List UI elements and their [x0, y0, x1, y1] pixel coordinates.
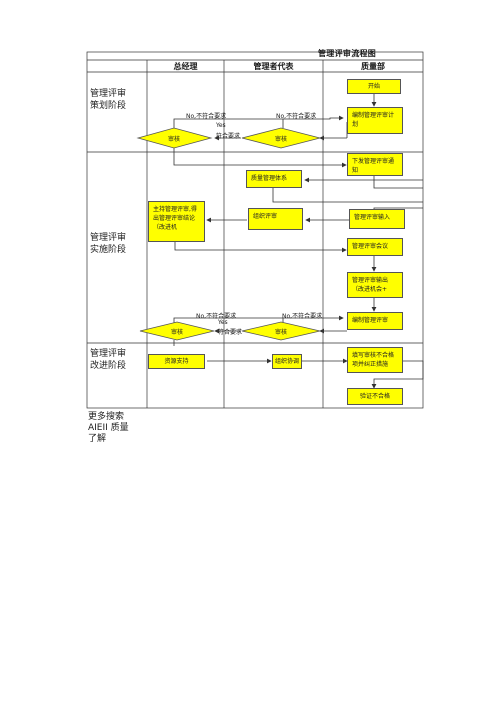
edge-label-yes-2: Yes	[218, 319, 228, 326]
box-resource: 资源支持	[148, 354, 205, 369]
box-verify: 验证不合格	[347, 388, 403, 405]
decision-diamond-gm-2	[139, 321, 215, 341]
edge-label-no-1b: No,不符合要求	[276, 113, 317, 120]
decision-diamond-rep-2	[241, 321, 321, 341]
box-preside: 主持管理评审,得出管理评审结论（改进机	[148, 201, 205, 242]
stage-label-improvement: 管理评审改进阶段	[90, 349, 127, 371]
box-start: 开始	[347, 79, 401, 94]
edge-label-no-2a: No,不符合要求	[196, 313, 237, 320]
edge-label-ok-1: 符合要求	[216, 133, 241, 140]
edge-label-yes-1: Yes	[216, 122, 226, 129]
diamond-label-gm-1: 审核	[167, 136, 180, 143]
diamond-label-gm-2: 审核	[170, 329, 183, 336]
stage-label-implementation: 管理评审实施阶段	[90, 233, 127, 255]
column-header-rep: 管理者代表	[253, 62, 294, 71]
chart-title: 管理评审流程图	[318, 49, 377, 58]
diamond-label-rep-2: 审核	[274, 329, 287, 336]
box-fill: 填写审核不合格项并纠正措施	[347, 347, 403, 373]
column-header-quality: 质量部	[361, 62, 385, 71]
box-qms: 质量管理体系	[246, 170, 302, 188]
decision-diamond-rep-1	[241, 127, 321, 149]
edge-label-no-1a: No,不符合要求	[186, 113, 227, 120]
box-coord: 组织协调	[272, 354, 302, 369]
edge-label-ok-2: 符合要求	[218, 329, 243, 336]
column-header-gm: 总经理	[173, 62, 198, 71]
box-plan: 编制管理评审计划	[347, 107, 403, 134]
table-frame	[86, 51, 424, 409]
box-notice: 下发管理评审通知	[347, 153, 403, 176]
box-meeting: 管理评审会议	[347, 238, 403, 256]
footer-note: 更多搜索 AIEII 质量 了解	[88, 412, 129, 444]
box-input: 管理评审输入	[349, 209, 405, 229]
box-report: 编制管理评审	[347, 312, 403, 330]
decision-diamond-gm-1	[136, 127, 213, 149]
edge-label-no-2b: No,不符合要求	[282, 313, 323, 320]
stage-label-planning: 管理评审策划阶段	[90, 89, 127, 111]
box-output: 管理评审输出（改进机会+	[347, 272, 403, 298]
diamond-label-rep-1: 审核	[274, 136, 287, 143]
box-organize: 组织评审	[248, 208, 303, 230]
